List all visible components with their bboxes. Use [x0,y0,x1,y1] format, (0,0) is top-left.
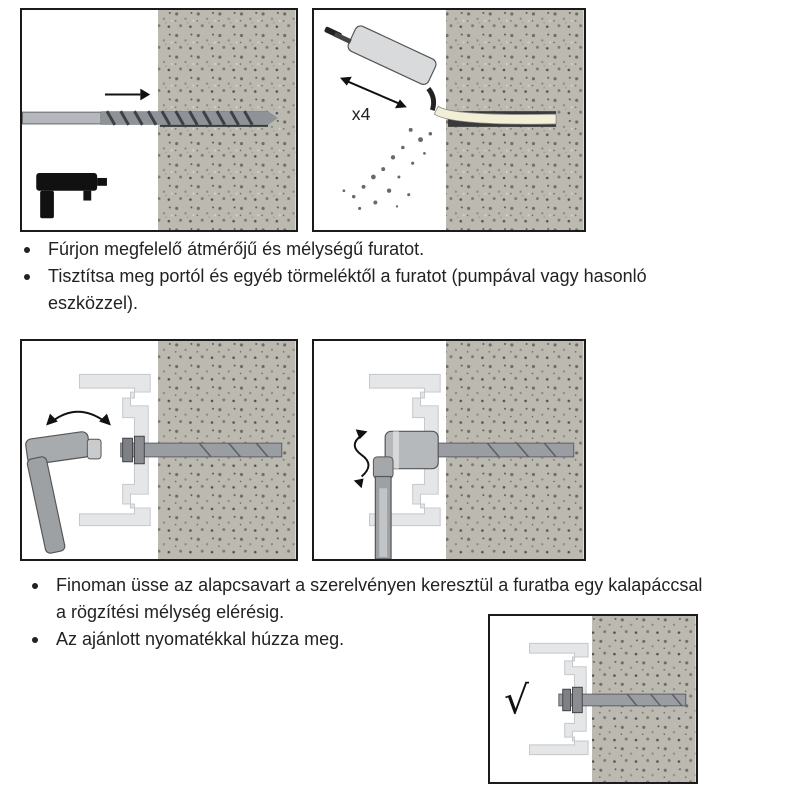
pump-illustration: x4 [324,10,584,230]
finished-illustration: √ [504,616,696,782]
anchor-bolt [421,442,575,458]
pump-icon [324,25,437,111]
wrench-illustration [353,341,584,559]
dust-cloud [342,127,433,210]
drill-panel [20,8,298,232]
hammer-panel [20,339,298,561]
finished-panel: √ [488,614,698,784]
mounting-bracket [368,373,441,527]
mounting-bracket [529,642,589,756]
wrench-icon [372,430,439,559]
drill-bit [101,110,278,126]
anchor-bolt [120,435,283,465]
step-clean-text: Tisztítsa meg portól és egyéb törmeléktő… [20,263,720,317]
mounting-bracket [78,373,151,527]
hammer-illustration [25,341,296,559]
anchor-bolt [558,686,687,714]
step-drill-text: Fúrjon megfelelő átmérőjű és mélységű fu… [20,236,720,263]
step-hammer-text: Finoman üsse az alapcsavart a szerelvény… [28,572,708,626]
rotate-arrow [353,429,370,489]
swing-arrow [46,410,111,426]
step-tighten-text: Az ajánlott nyomatékkal húzza meg. [28,626,708,653]
repeat-count: x4 [352,104,371,124]
drill-illustration [22,10,296,230]
check-icon: √ [504,679,529,724]
wrench-panel [312,339,586,561]
direction-arrow [104,88,151,101]
instructions-top: Fúrjon megfelelő átmérőjű és mélységű fu… [20,236,720,317]
repeat-arrow [339,76,407,109]
pump-panel: x4 [312,8,586,232]
instructions-bottom: Finoman üsse az alapcsavart a szerelvény… [28,572,708,653]
drill-icon [36,173,107,219]
hammer-icon [25,431,102,554]
